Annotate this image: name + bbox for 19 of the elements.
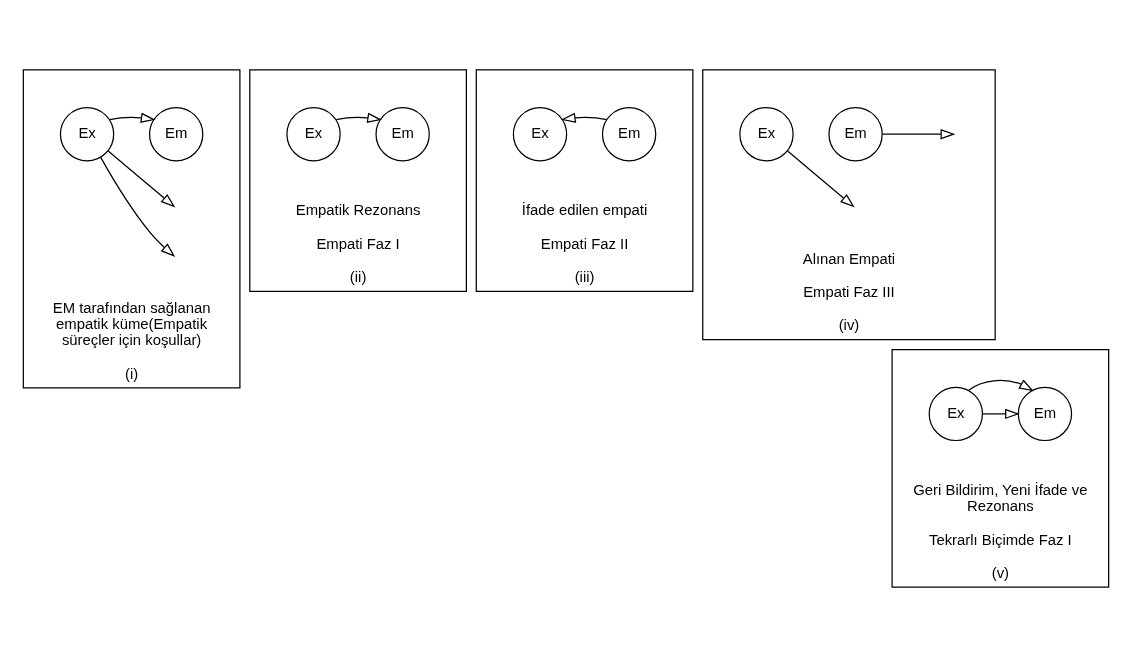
arrow [100, 156, 176, 258]
node-circle: Em [148, 106, 204, 162]
node-circle: Em [375, 106, 430, 162]
node-circle: Em [1017, 386, 1073, 442]
arrow [981, 408, 1020, 420]
node-circle: Ex [739, 106, 794, 162]
node-circle: Em [828, 106, 883, 162]
arrow [109, 112, 156, 123]
node-circle: Ex [286, 106, 341, 162]
arrow [881, 129, 956, 140]
node-circle: Ex [928, 386, 984, 442]
node-circle: Ex [512, 106, 568, 162]
node-circle: Em [601, 106, 657, 162]
node-circle: Ex [59, 106, 115, 162]
arrow [107, 150, 176, 208]
arrow [786, 150, 855, 208]
arrow [968, 379, 1034, 392]
arrow [560, 112, 608, 123]
arrow [335, 112, 383, 123]
